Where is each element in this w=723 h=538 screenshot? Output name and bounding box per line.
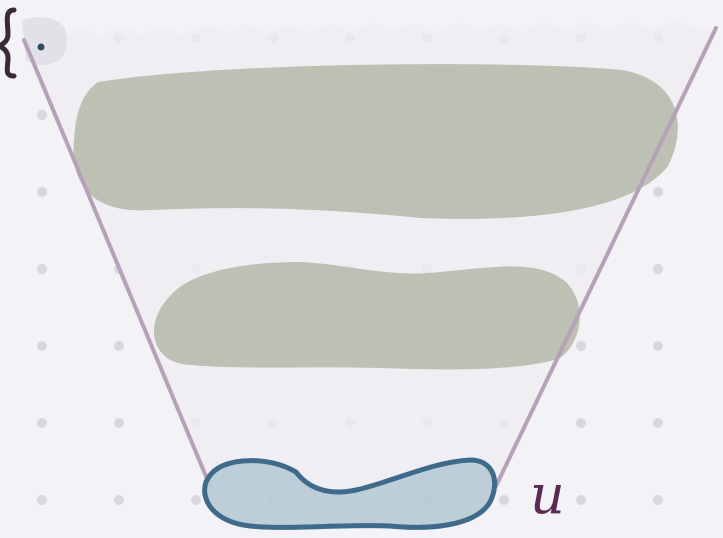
grid-dot xyxy=(114,341,124,351)
grid-dot xyxy=(499,495,509,505)
gray-band-upper xyxy=(73,64,677,219)
grid-dot xyxy=(37,187,47,197)
grid-dot xyxy=(653,418,663,428)
set-label-u: u xyxy=(530,463,565,526)
grid-dot xyxy=(653,187,663,197)
grid-dot xyxy=(653,341,663,351)
grid-dot xyxy=(191,495,201,505)
grid-dot xyxy=(37,495,47,505)
grid-dot xyxy=(37,264,47,274)
grid-dot xyxy=(37,341,47,351)
grid-dot xyxy=(653,495,663,505)
grid-dot xyxy=(576,495,586,505)
corner-blob xyxy=(22,17,67,65)
curly-bracket-icon xyxy=(0,10,14,76)
grid-dot xyxy=(576,418,586,428)
grid-dot xyxy=(653,264,663,274)
grid-dot xyxy=(114,418,124,428)
grid-dot xyxy=(37,418,47,428)
grid-dot xyxy=(114,495,124,505)
corner-point xyxy=(38,44,45,51)
gray-band-lower xyxy=(154,262,580,369)
grid-dot xyxy=(576,341,586,351)
grid-dot xyxy=(37,110,47,120)
